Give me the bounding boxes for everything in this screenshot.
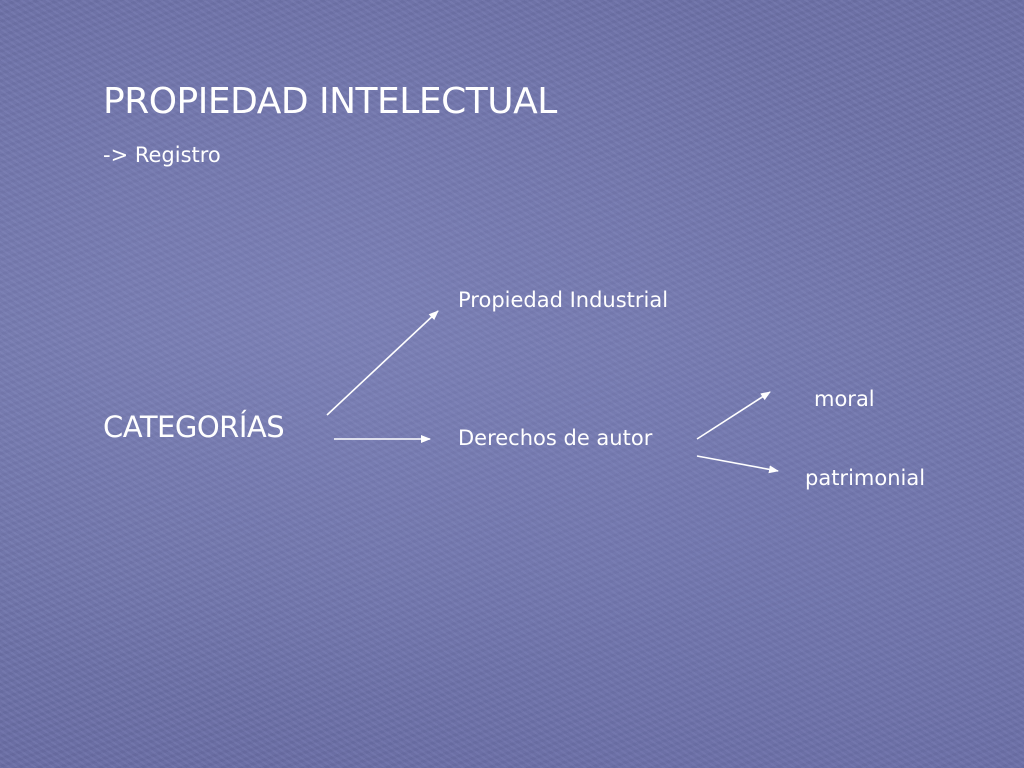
branch-propiedad-industrial: Propiedad Industrial <box>458 288 669 312</box>
slide-title: PROPIEDAD INTELECTUAL <box>103 81 557 122</box>
arrow-to-moral <box>696 391 771 440</box>
sub-branch-patrimonial: patrimonial <box>805 466 926 490</box>
diagram-root-label: CATEGORÍAS <box>103 410 285 444</box>
arrow-to-propiedad-industrial <box>326 310 439 416</box>
sub-branch-moral: moral <box>814 387 875 411</box>
branch-derechos-de-autor: Derechos de autor <box>458 426 653 450</box>
arrow-to-patrimonial <box>696 455 779 474</box>
slide-subtitle: -> Registro <box>103 143 221 167</box>
